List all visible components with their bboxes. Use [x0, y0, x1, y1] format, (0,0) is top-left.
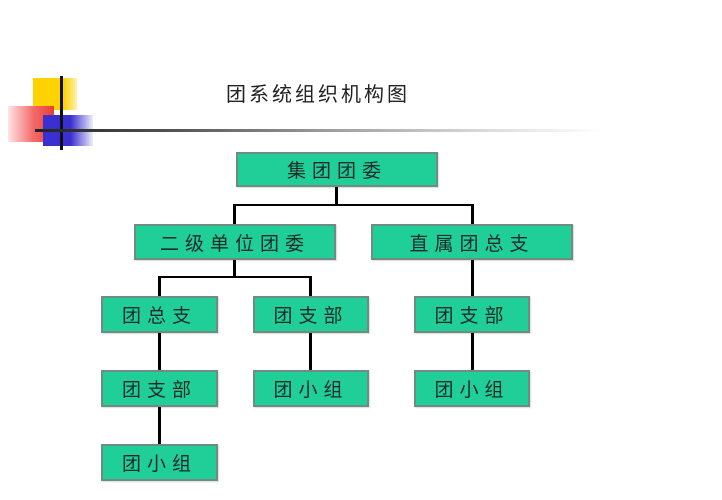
node-root: 集团团委 — [236, 152, 438, 187]
connector-l2right-down — [471, 259, 474, 297]
connector-l3b-l4b — [309, 332, 312, 371]
node-secondary-unit-committee: 二级单位团委 — [134, 224, 336, 260]
node-group-right: 团小组 — [414, 370, 530, 407]
page-title: 团系统组织机构图 — [226, 82, 410, 106]
decor-vertical-line — [60, 76, 63, 150]
connector-l2left-down — [233, 259, 236, 278]
connector-l3c-l4c — [471, 332, 474, 371]
decor-yellow-square — [33, 78, 77, 110]
connector-l3-horizontal — [158, 276, 312, 278]
node-branch-right: 团支部 — [414, 296, 530, 333]
node-branch-middle: 团支部 — [253, 296, 369, 333]
connector-l4a-l5a — [158, 406, 161, 445]
connector-l3a-l4a — [158, 332, 161, 371]
node-group-middle: 团小组 — [253, 370, 369, 407]
node-group-left: 团小组 — [101, 444, 218, 481]
connector-l2-horizontal — [233, 204, 474, 206]
connector-l3b-drop — [309, 276, 312, 297]
node-general-branch: 团总支 — [101, 296, 218, 333]
connector-root-down — [335, 186, 338, 206]
title-underline-rule — [35, 129, 605, 132]
connector-l2-right-drop — [471, 204, 474, 225]
node-direct-general-branch: 直属团总支 — [371, 224, 573, 260]
node-branch-left: 团支部 — [101, 370, 218, 407]
connector-l2-left-drop — [233, 204, 236, 225]
connector-l3a-drop — [158, 276, 161, 297]
